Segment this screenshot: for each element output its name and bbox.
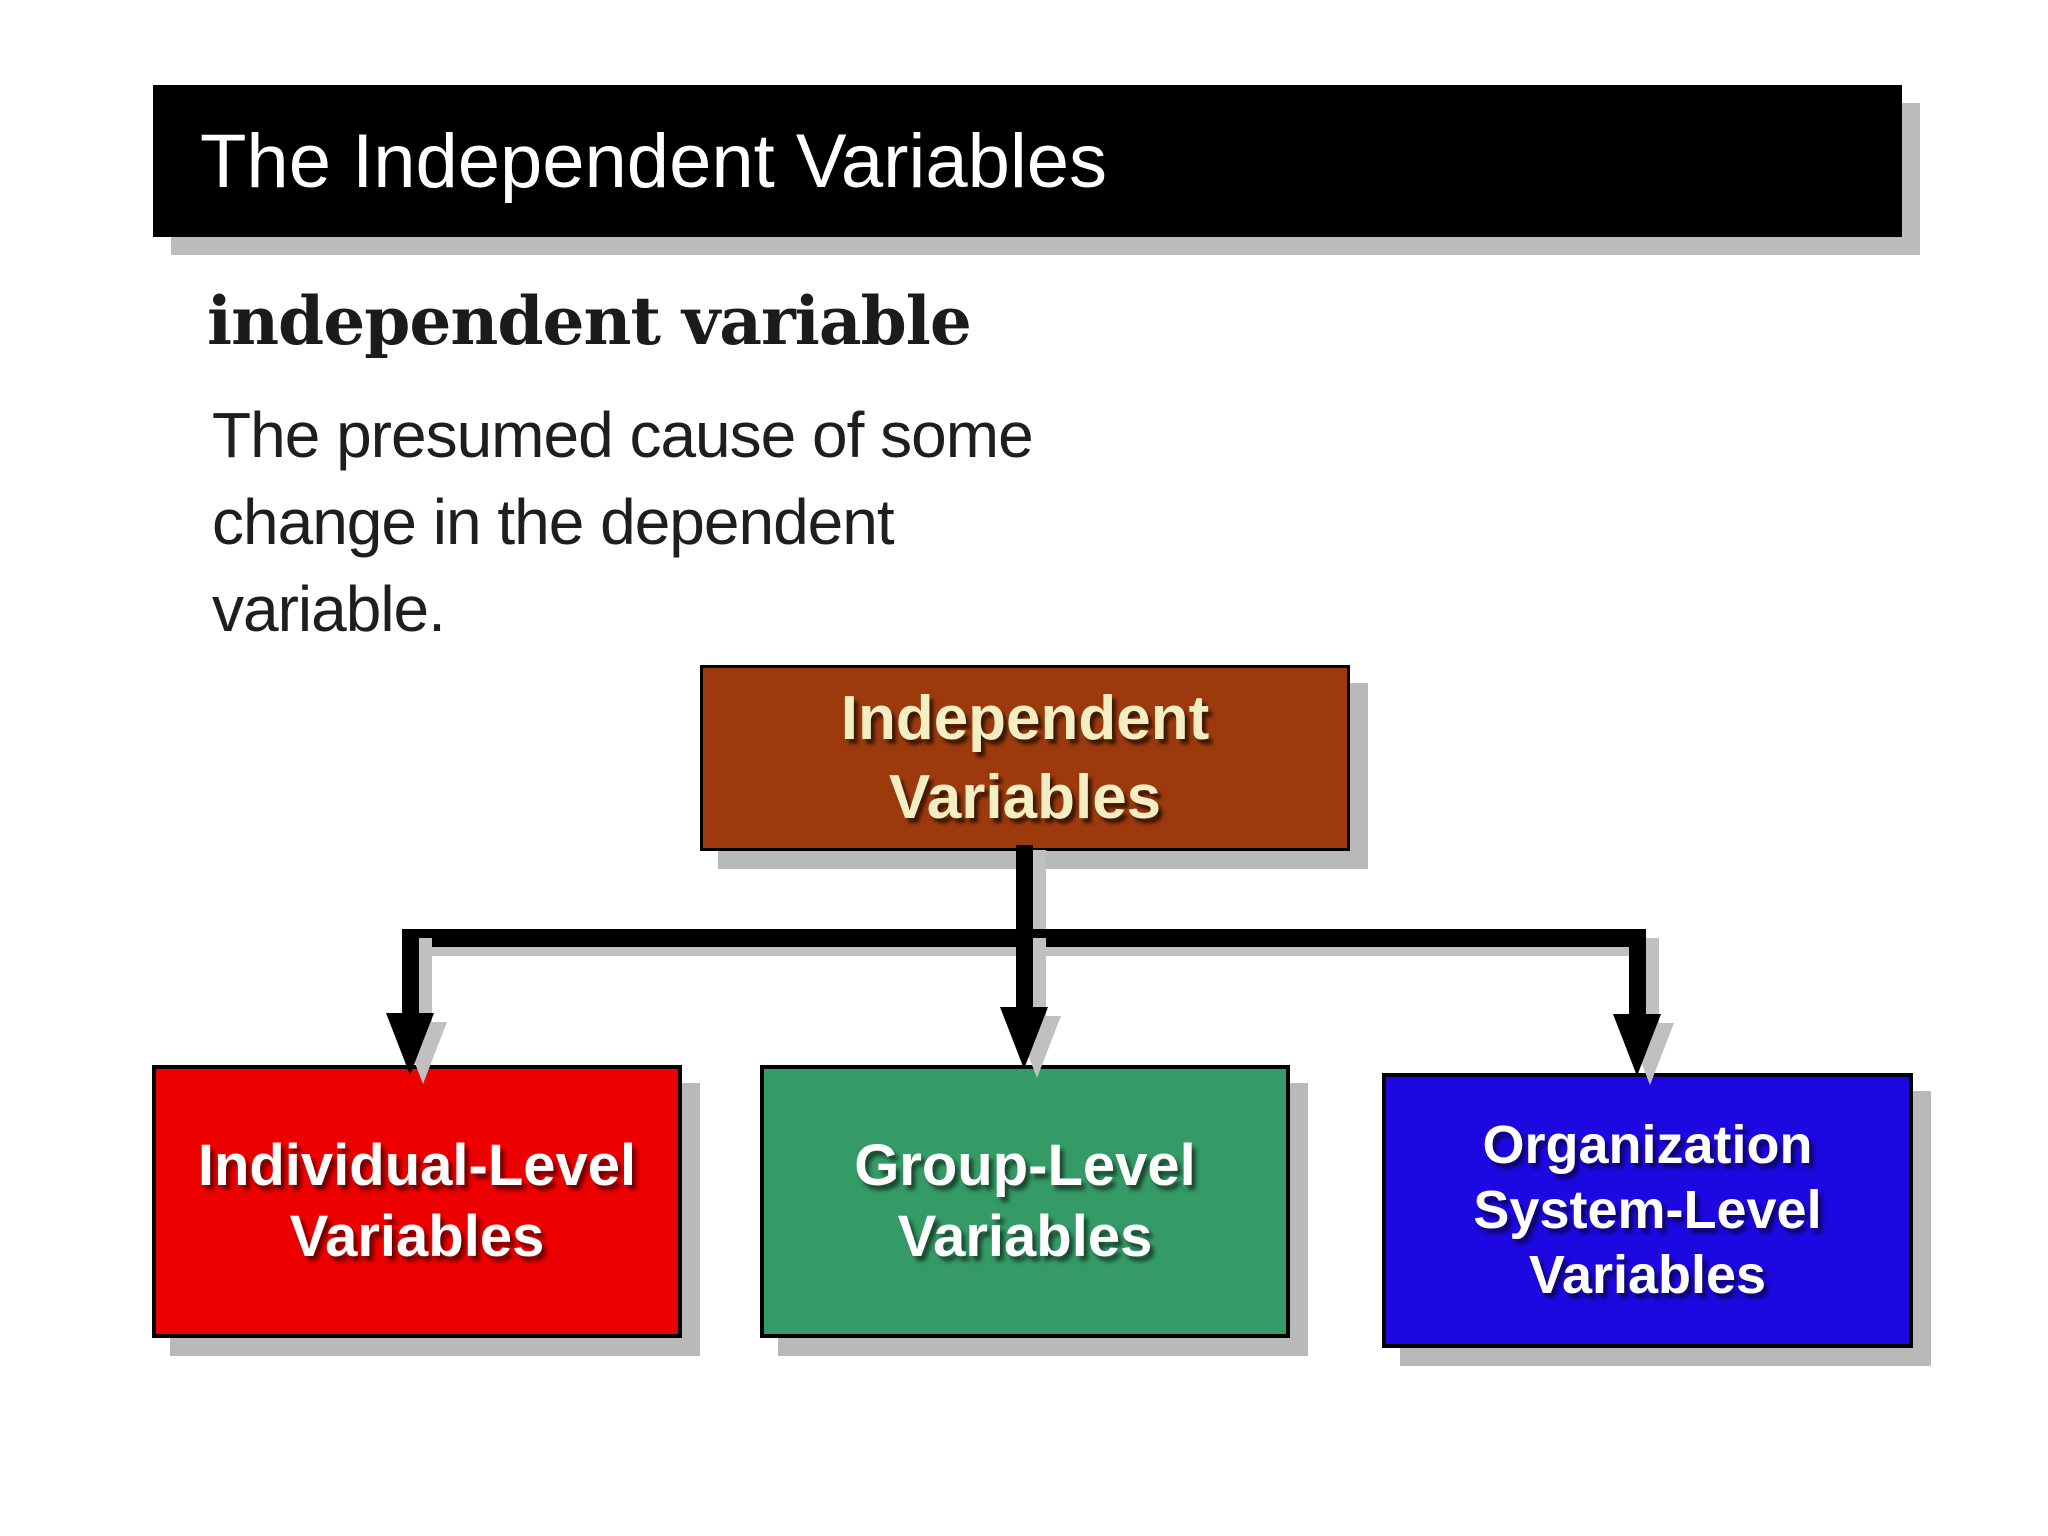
definition-term: independent variable <box>207 282 972 360</box>
definition-body: The presumed cause of some change in the… <box>212 399 1034 645</box>
organization-system-level-variables-box: Organization System-Level Variables <box>1382 1073 1913 1348</box>
arrow-down-icon-middle <box>1000 1007 1048 1069</box>
group-level-variables-label: Group-Level Variables <box>854 1132 1196 1269</box>
independent-variables-label: Independent Variables <box>840 683 1210 832</box>
individual-level-variables-box: Individual-Level Variables <box>152 1065 682 1338</box>
group-level-variables-box: Group-Level Variables <box>760 1065 1290 1338</box>
arrow-down-icon-right <box>1613 1014 1661 1076</box>
connector-right-shaft <box>1629 929 1646 1021</box>
independent-variables-box: Independent Variables <box>700 665 1350 851</box>
connector-root-stub <box>1016 845 1033 947</box>
slide-title: The Independent Variables <box>200 118 1108 204</box>
title-bar: The Independent Variables <box>153 85 1902 237</box>
organization-system-level-variables-label: Organization System-Level Variables <box>1473 1115 1822 1305</box>
connector-left-shaft <box>402 929 419 1019</box>
individual-level-variables-label: Individual-Level Variables <box>197 1132 637 1269</box>
arrow-down-icon-left <box>386 1013 434 1075</box>
connector-middle-shaft <box>1016 929 1033 1013</box>
